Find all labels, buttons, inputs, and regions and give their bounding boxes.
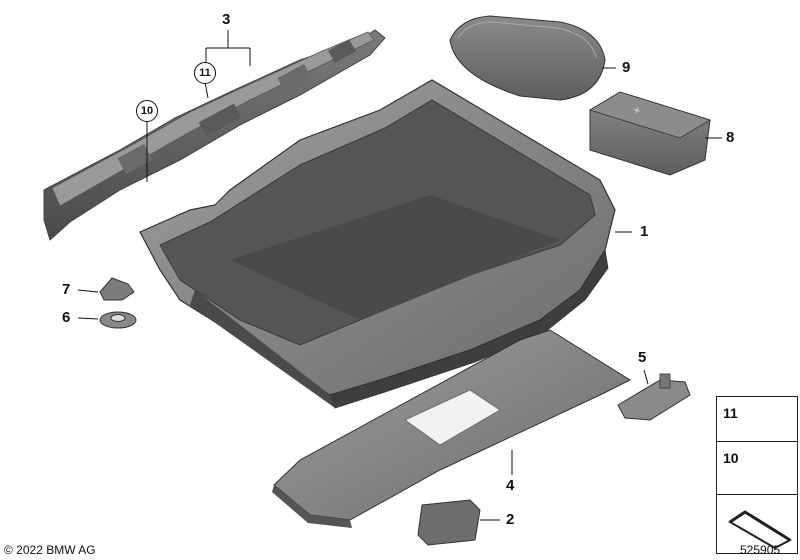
part-8-first-aid-kit: + [589, 91, 722, 176]
legend-number-11: 11 [723, 405, 738, 421]
callout-7: 7 [62, 281, 71, 298]
diagram-number: 525905 [740, 543, 781, 557]
leader-3 [146, 30, 251, 182]
legend-box-11: 11 [716, 396, 798, 442]
part-9-cover [449, 15, 616, 101]
part-2-cover-plate [417, 499, 500, 546]
part-7-clip [77, 277, 135, 301]
callout-1: 1 [640, 223, 649, 240]
callout-4: 4 [506, 477, 515, 494]
part-3-rail-bracket [43, 29, 386, 241]
part-1-storage-tray [139, 79, 632, 409]
legend-profile-illustration [728, 510, 792, 550]
part-4-floor-panel [272, 329, 632, 528]
legend-box-10: 10 [716, 441, 798, 495]
circled-callout-10: 10 [136, 100, 158, 122]
circled-callout-11: 11 [194, 62, 216, 84]
legend-number-10: 10 [723, 450, 739, 466]
part-5-holder [617, 369, 691, 421]
legend-box-profile [716, 494, 798, 554]
part-6-eyelet [77, 311, 137, 329]
callout-2: 2 [506, 511, 515, 528]
callout-5: 5 [638, 349, 647, 366]
callout-8: 8 [726, 129, 735, 146]
callout-9: 9 [622, 59, 631, 76]
callout-3: 3 [222, 11, 231, 28]
callout-6: 6 [62, 309, 71, 326]
copyright-text: © 2022 BMW AG [4, 543, 96, 557]
svg-text:+: + [631, 104, 642, 117]
